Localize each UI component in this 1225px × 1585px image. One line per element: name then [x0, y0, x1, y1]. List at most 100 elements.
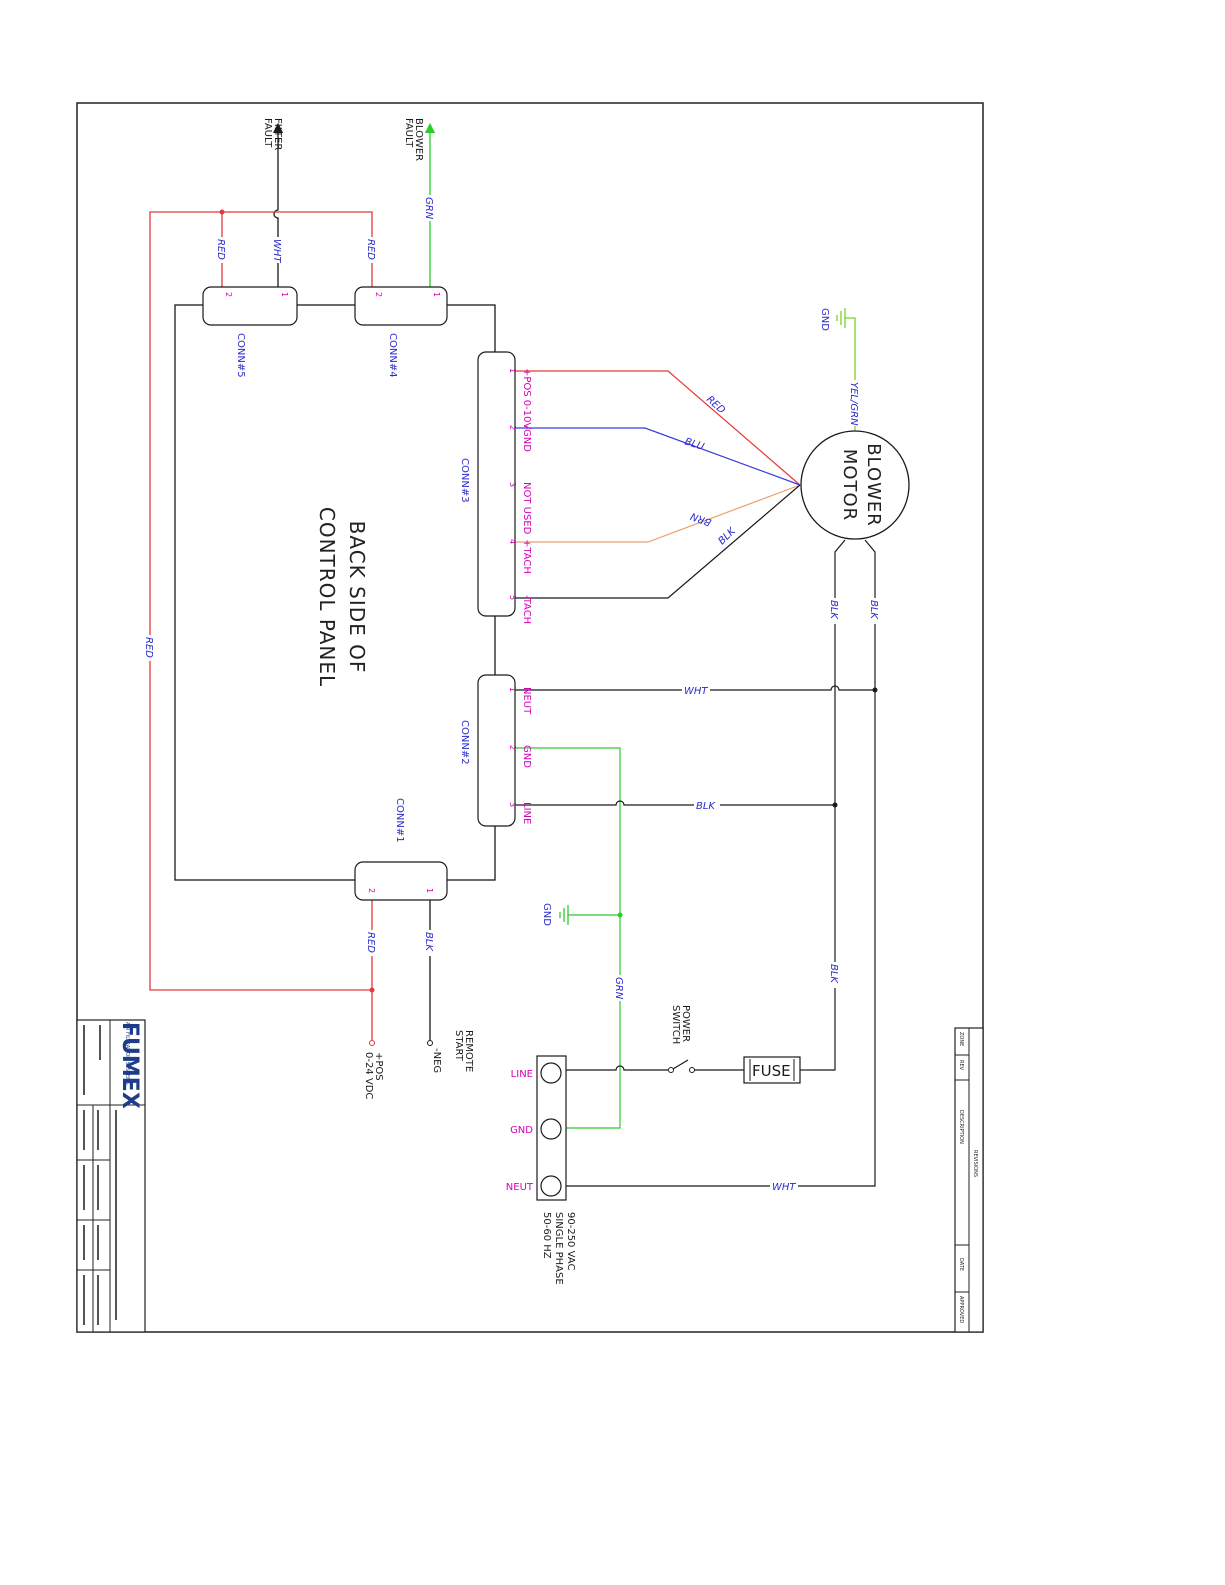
revision-block: REVISIONS ZONE REV DESCRIPTION DATE APPR…	[954, 1027, 984, 1333]
label-blk-line: BLK	[696, 801, 716, 812]
label-blu-signal: BLU	[683, 436, 706, 453]
conn2-pin-3: 3	[508, 802, 517, 807]
label-grn-gnd: GRN	[613, 977, 624, 1000]
wire-motor-blk-lead2	[566, 539, 876, 1187]
title-block: FUMEX AIR FILTRATION SYSTEMS	[76, 1019, 146, 1333]
remote-start-line1: REMOTE	[463, 1030, 474, 1072]
conn3-pin-5: 5	[508, 595, 517, 600]
neg-label: -NEG	[431, 1048, 442, 1073]
label-red-conn5: RED	[215, 239, 226, 260]
terminal-gnd-label: GND	[510, 1125, 533, 1136]
terminal-neg	[427, 1040, 433, 1046]
conn3-name-1: +POS 0-10V	[521, 368, 532, 430]
wire-blk-tach	[515, 484, 801, 599]
conn3-label: CONN#3	[459, 458, 470, 503]
rev-header-description: DESCRIPTION	[958, 1110, 964, 1144]
gnd-label-motor: GND	[819, 308, 830, 331]
terminal-gnd	[540, 1118, 562, 1140]
terminal-pos	[369, 1040, 375, 1046]
terminal-neut	[540, 1175, 562, 1197]
wire-blu-gnd	[515, 427, 801, 486]
connector-conn3	[477, 351, 516, 617]
connector-conn1	[354, 861, 448, 901]
blower-label-line2: MOTOR	[839, 449, 860, 521]
label-red-signal: RED	[704, 394, 727, 416]
fuse	[743, 1056, 801, 1084]
conn1-label: CONN#1	[394, 798, 405, 843]
connector-conn4	[354, 286, 448, 326]
conn5-pin-1: 1	[280, 292, 289, 297]
conn4-pin-2: 2	[374, 292, 383, 297]
conn2-pin-2: 2	[508, 745, 517, 750]
panel-title-line2: CONTROL PANEL	[315, 507, 339, 687]
label-red-conn1: RED	[365, 932, 376, 953]
terminal-line-label: LINE	[511, 1069, 533, 1080]
junction-line	[832, 802, 838, 808]
filter-fault-line2: FAULT	[262, 118, 273, 148]
conn2-pin-1: 1	[508, 687, 517, 692]
wire-motor-blk-lead1	[810, 539, 846, 1071]
wire-brn-tach	[515, 484, 801, 543]
wire-blk-line	[515, 800, 835, 806]
conn3-name-4: +TACH	[521, 539, 532, 574]
blower-fault-line1: BLOWER	[413, 118, 424, 161]
conn3-name-2: -GND	[521, 425, 532, 452]
fumex-logo: FUMEX	[117, 1022, 142, 1109]
label-blk-signal: BLK	[716, 525, 738, 547]
conn5-pin-2: 2	[224, 292, 233, 297]
label-red-conn4: RED	[365, 239, 376, 260]
terminal-line	[540, 1062, 562, 1084]
wire-line-in	[566, 1065, 668, 1071]
rev-header-rev: REV	[958, 1060, 964, 1071]
conn2-name-3: LINE	[521, 802, 532, 824]
junction-red-bottom	[369, 987, 375, 993]
sheet-border	[76, 102, 984, 1333]
junction-gnd	[617, 912, 623, 918]
rev-header-approved: APPROVED	[958, 1296, 964, 1323]
junction-neut	[872, 687, 878, 693]
fumex-logo-sub: AIR FILTRATION SYSTEMS	[124, 1022, 130, 1085]
remote-start-line2: START	[453, 1030, 464, 1062]
fuse-label: FUSE	[752, 1062, 791, 1080]
blower-label-line1: BLOWER	[863, 443, 884, 527]
conn4-pin-1: 1	[432, 292, 441, 297]
terminal-neut-label: NEUT	[506, 1182, 534, 1193]
supply-line3: 50-60 HZ	[541, 1212, 552, 1259]
ground-symbol-panel	[559, 905, 569, 925]
power-switch-line2: SWITCH	[670, 1005, 681, 1044]
conn2-name-1: NEUT	[521, 687, 532, 715]
label-wht-supply: WHT	[772, 1182, 796, 1193]
label-wht-fault: WHT	[271, 239, 282, 263]
label-blk-conn1: BLK	[423, 932, 434, 952]
supply-line2: SINGLE PHASE	[553, 1212, 564, 1285]
conn5-label: CONN#5	[235, 333, 246, 378]
filter-fault-line1: FILTER	[272, 118, 283, 150]
connector-conn5	[202, 286, 298, 326]
pos-line1: +POS	[373, 1052, 384, 1081]
label-red-side: RED	[143, 637, 154, 658]
conn3-pin-3: 3	[508, 482, 517, 487]
connector-conn2	[477, 674, 516, 827]
conn3-pin-1: 1	[508, 368, 517, 373]
supply-line1: 90-250 VAC	[565, 1212, 576, 1270]
wire-filter-fault	[272, 122, 284, 290]
conn2-name-2: GND	[521, 745, 532, 768]
blower-motor	[800, 430, 910, 540]
wire-wht-neut	[515, 685, 875, 691]
conn4-label: CONN#4	[387, 333, 398, 378]
conn1-pin-2: 2	[367, 888, 376, 893]
label-blk-fuse: BLK	[828, 964, 839, 984]
label-yel-grn: YEL/GRN	[848, 382, 859, 426]
label-wht-neut: WHT	[684, 686, 708, 697]
power-switch	[668, 1059, 695, 1073]
rev-header-zone: ZONE	[958, 1032, 964, 1046]
conn3-name-5: -TACH	[521, 595, 532, 624]
wire-red-pos-010	[515, 370, 801, 486]
wire-grn-gnd	[515, 747, 621, 1129]
label-blk-motor1: BLK	[828, 600, 839, 620]
ground-symbol-motor	[836, 308, 846, 328]
power-switch-line1: POWER	[680, 1005, 691, 1042]
conn3-name-3: NOT USED	[521, 482, 532, 535]
conn3-pin-4: 4	[508, 539, 517, 544]
